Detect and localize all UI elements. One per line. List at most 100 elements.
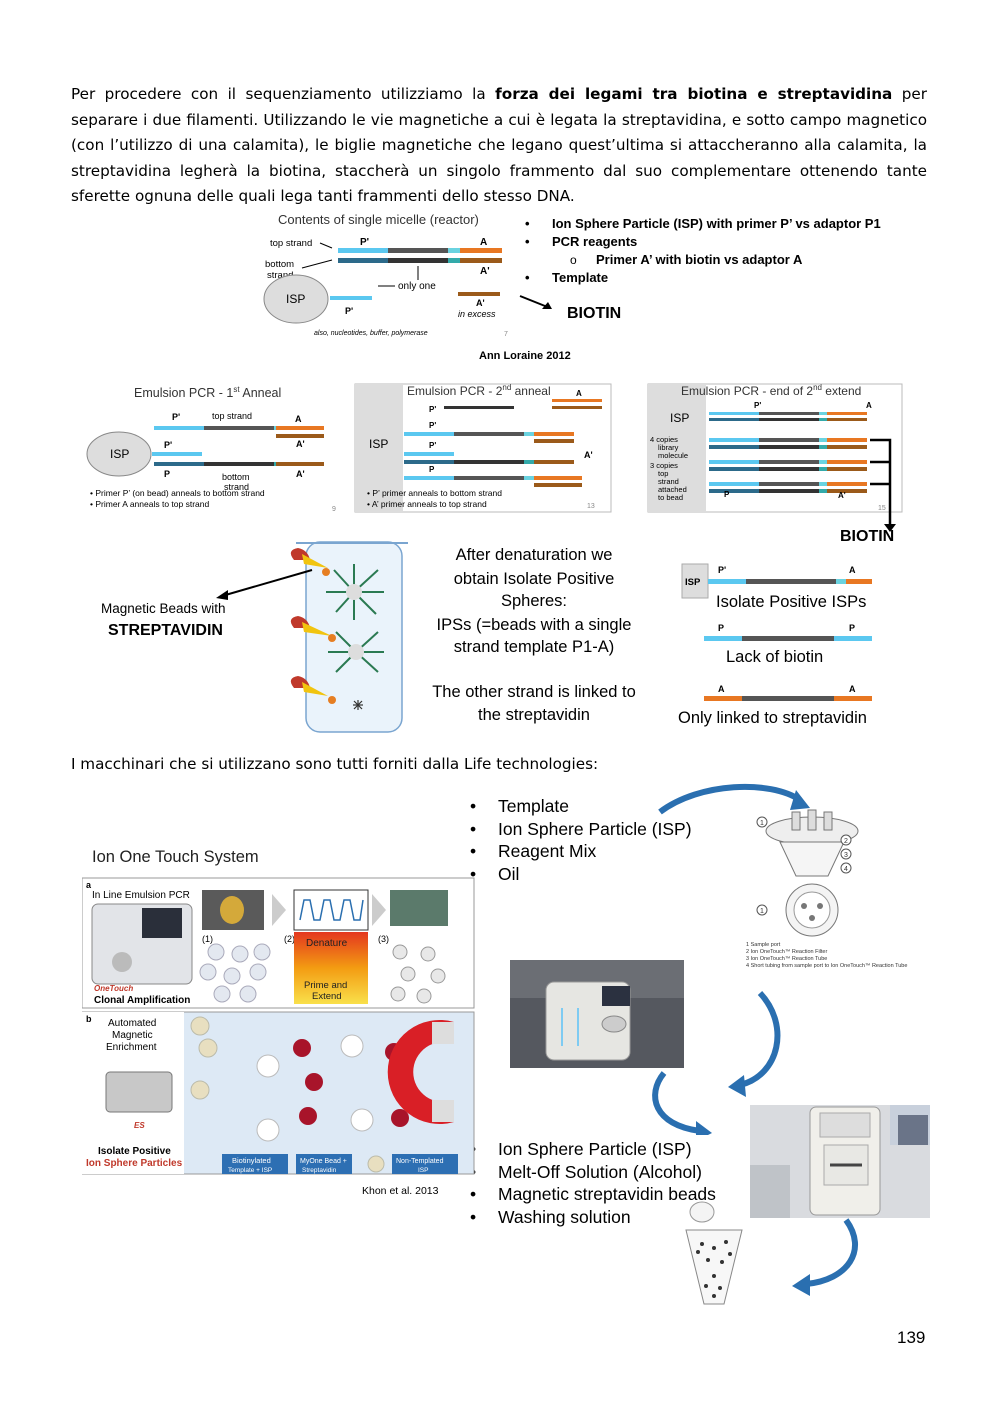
tube-cap-icon — [689, 1201, 715, 1223]
panel3-note-2: library — [658, 443, 679, 452]
box3-line1: Non-Templated — [396, 1158, 444, 1165]
svg-text:2 Ion OneTouch™ Reaction Filte: 2 Ion OneTouch™ Reaction Filter — [746, 949, 827, 955]
panel1-bottom-2: strand — [224, 482, 249, 492]
legend-short-tubing: Short tubing from sample port to Ion One… — [751, 963, 908, 969]
beads-other-strand-2: the streptavidin — [478, 706, 590, 724]
bullet-template: Template — [470, 795, 692, 818]
clonal-amplification: Clonal Amplification — [94, 995, 190, 1006]
panel3-a-prime: A' — [838, 491, 846, 500]
onetouch-title: Ion One Touch System — [92, 848, 259, 866]
bead-cluster-2 — [328, 631, 384, 673]
panel3-isp: ISP — [670, 411, 689, 425]
panel2-note-1: P’ primer anneals to bottom strand — [372, 488, 502, 498]
svg-text:o: o — [570, 253, 577, 267]
svg-text:3 Ion OneTouch™ Reaction Tube: 3 Ion OneTouch™ Reaction Tube — [746, 956, 827, 962]
callout-1: 1 — [760, 820, 764, 827]
magnetic-bead-3 — [290, 676, 336, 704]
panel1-isp: ISP — [110, 447, 129, 461]
bullet-magnetic-beads: Magnetic streptavidin beads — [470, 1183, 716, 1206]
micelle-p-prime: P' — [360, 237, 369, 248]
ion-sphere-photo — [390, 890, 448, 926]
panel3-a: A — [866, 401, 872, 410]
panel1-a: A — [295, 414, 302, 424]
step-3: (3) — [378, 934, 389, 944]
micelle-in-excess: in excess — [458, 309, 496, 319]
beads-center-line-1: After denaturation we — [456, 546, 613, 564]
panel1-p-prime: P' — [172, 412, 180, 422]
panel1-title: Emulsion PCR - 1 — [134, 386, 233, 400]
callout-3: 3 — [844, 852, 848, 859]
denature-gradient — [294, 932, 368, 1004]
panel3-note-3: molecule — [658, 451, 688, 460]
panel2-p: P — [429, 465, 435, 474]
micelle-bullet-2: PCR reagents — [552, 234, 637, 249]
callout-4: 4 — [844, 866, 848, 873]
inline-pcr-label: In Line Emulsion PCR — [92, 890, 190, 901]
intro-bold-text: forza dei legami tra biotina e streptavi… — [495, 85, 893, 103]
magnet-icon — [387, 1020, 454, 1124]
panel1-title-end: Anneal — [240, 386, 282, 400]
micelle-figure: Contents of single micelle (reactor) top… — [263, 212, 881, 362]
micelle-slide-number: 7 — [504, 331, 508, 338]
micelle-biotin-label: BIOTIN — [567, 305, 621, 322]
bullet-isp: Ion Sphere Particle (ISP) — [470, 818, 692, 841]
right-isp-box: ISP — [685, 577, 701, 588]
legend-box-non-templated — [392, 1154, 458, 1174]
svg-text:Emulsion PCR - end of 2nd exte: Emulsion PCR - end of 2nd extend — [681, 383, 861, 398]
micelle-bottom-label-1: bottom — [265, 259, 294, 270]
isolate-positive-2: Ion Sphere Particles — [86, 1158, 183, 1169]
legend-box-myone — [296, 1154, 352, 1174]
lack-of-biotin: Lack of biotin — [726, 648, 823, 666]
onetouch-credit: Khon et al. 2013 — [362, 1185, 439, 1197]
panel3-p: P — [724, 490, 730, 499]
beads-figure: Magnetic Beads with STREPTAVIDIN After d… — [101, 541, 872, 733]
svg-text:• P’ primer anneals to bottom: • P’ primer anneals to bottom strand — [367, 488, 502, 498]
isolate-positive-1: Isolate Positive — [98, 1146, 171, 1157]
onetouch-photo — [510, 960, 684, 1068]
legend-num-2: 2 — [746, 949, 749, 955]
svg-text:• Primer P’ (on bead) anneals: • Primer P’ (on bead) anneals to bottom … — [90, 488, 265, 498]
only-linked-streptavidin: Only linked to streptavidin — [678, 709, 867, 727]
panel2-title-end: anneal — [511, 384, 550, 398]
panel1-note-1: Primer P’ (on bead) anneals to bottom st… — [95, 488, 265, 498]
panel1-title-sup: st — [233, 385, 240, 394]
box2-line2: Streptavidin — [302, 1167, 337, 1174]
prime-extend-2: Extend — [312, 991, 342, 1002]
micelle-isp: ISP — [286, 292, 305, 306]
emulsion-panel-1: Emulsion PCR - 1st Anneal P' top strand … — [86, 385, 336, 513]
box2-line1: MyOne Bead + — [300, 1158, 347, 1165]
svg-text:Emulsion PCR - 2nd anneal: Emulsion PCR - 2nd anneal — [407, 383, 551, 398]
magnetic-bead-1 — [290, 548, 330, 576]
box1-line2: Template + ISP — [228, 1167, 272, 1174]
svg-text:• Primer A anneals to top stra: • Primer A anneals to top strand — [90, 499, 209, 509]
micelle-title: Contents of single micelle (reactor) — [278, 212, 479, 227]
es-photo — [750, 1105, 930, 1218]
flow-arrow-3 — [652, 1071, 701, 1134]
svg-text:• A’ primer anneals to top str: • A’ primer anneals to top strand — [367, 499, 487, 509]
panel-b-label: b — [86, 1014, 92, 1024]
micelle-bullet-3: Template — [552, 270, 608, 285]
panel3-note-1: 4 copies — [650, 435, 678, 444]
panel3-biotin: BIOTIN — [840, 528, 894, 545]
legend-num-4: 4 — [746, 963, 749, 969]
micelle-top-strand-label: top strand — [270, 238, 312, 249]
bullet-isp-2: Ion Sphere Particle (ISP) — [470, 1138, 716, 1161]
micelle-bottom-label-2: strand — [267, 270, 293, 281]
panel2-title: Emulsion PCR - 2 — [407, 384, 503, 398]
intro-paragraph: Per procedere con il sequenziamento util… — [71, 82, 927, 210]
right-a-1: A — [849, 565, 856, 575]
small-bead — [353, 700, 363, 710]
bullets-bottom: Ion Sphere Particle (ISP) Melt-Off Solut… — [470, 1138, 716, 1228]
panel1-note-2: Primer A anneals to top strand — [95, 499, 209, 509]
denature-label: Denature — [306, 938, 348, 949]
bullets-top: Template Ion Sphere Particle (ISP) Reage… — [470, 795, 692, 885]
panel3-number: 15 — [878, 505, 886, 512]
callout-1b: 1 — [760, 908, 764, 915]
machines-paragraph: I macchinari che si utilizzano sono tutt… — [71, 755, 599, 773]
panel2-number: 13 — [587, 503, 595, 510]
intro-text-end: per separare i due filamenti. Utilizzand… — [71, 85, 927, 206]
tube-and-arrow — [685, 1201, 859, 1305]
emulsion-panel-2: Emulsion PCR - 2nd anneal ISP P' A P' P'… — [354, 383, 612, 513]
beads-center-line-5: strand template P1-A) — [454, 638, 615, 656]
flow-arrows — [652, 990, 781, 1135]
